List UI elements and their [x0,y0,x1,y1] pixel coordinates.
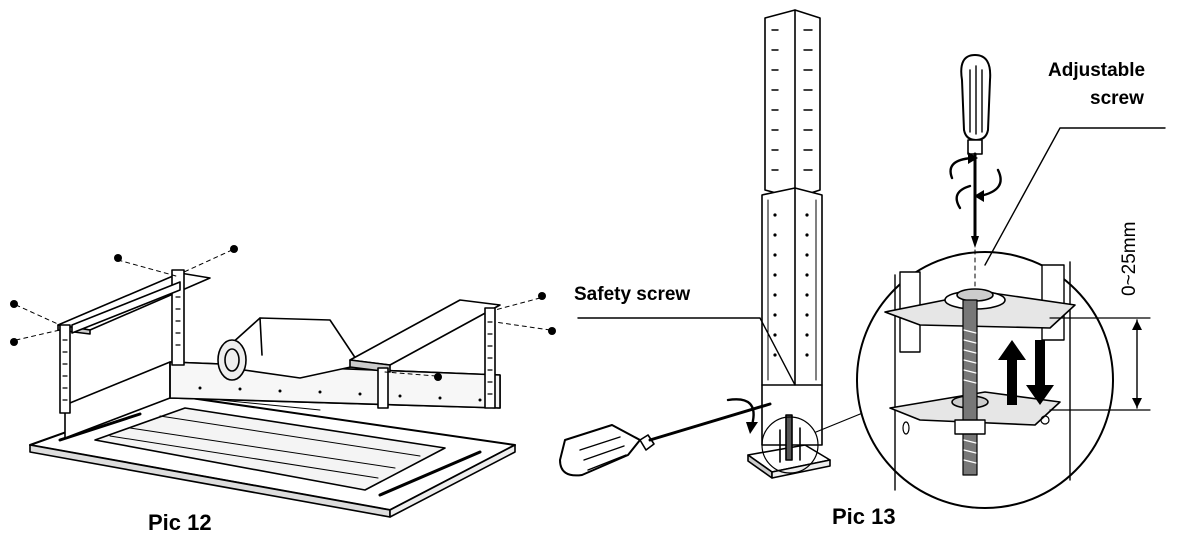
adjustment-range-label: 0~25mm [1119,221,1140,296]
pic12-caption: Pic 12 [148,510,212,535]
safety-screw-label: Safety screw [574,284,691,305]
screwdriver-icon [960,54,992,248]
ceiling-unit-drawing [10,245,556,518]
screw-icon [10,245,556,381]
rotate-arrow-icon [726,398,755,427]
detail-zoom-drawing [856,249,1114,509]
rotate-arrow-icon [949,152,1002,210]
pic13-caption: Pic 13 [832,504,896,529]
column-drawing [559,9,871,479]
up-down-arrow-icon [998,340,1054,405]
screwdriver-icon [559,402,772,477]
adjustable-screw-label-line1: Adjustable [1048,60,1146,81]
adjustable-screw-label-line2: screw [1090,88,1144,109]
